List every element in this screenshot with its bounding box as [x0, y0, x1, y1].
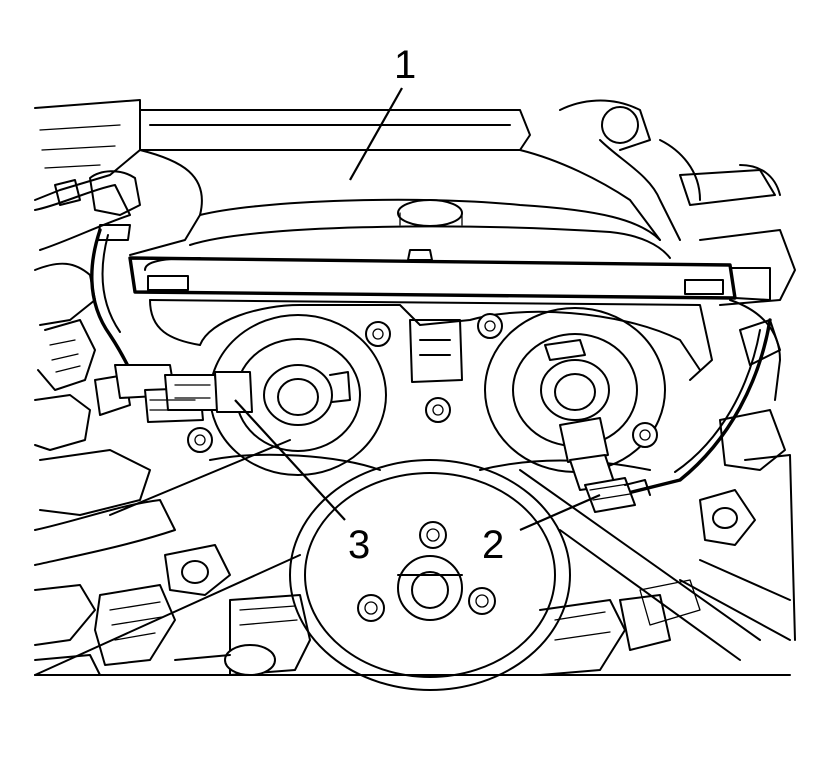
lower-engine-components [34, 594, 791, 676]
sensor-connector-right [559, 417, 651, 513]
callout-label-2: 2 [482, 523, 504, 567]
fuel-rail [128, 256, 771, 381]
drive-belts [34, 439, 761, 676]
callout-label-3: 3 [348, 523, 370, 567]
sensor-connector-left [114, 364, 253, 423]
callout-leaders [234, 87, 601, 532]
wiring-harness [90, 224, 772, 497]
leader-line-3 [234, 399, 346, 521]
crankshaft-pulley [289, 459, 571, 691]
leader-line-1 [349, 87, 403, 181]
leader-line-2 [519, 493, 601, 532]
right-engine-components [619, 229, 796, 651]
engine-top-cover [129, 99, 781, 261]
callout-label-1: 1 [394, 43, 416, 87]
